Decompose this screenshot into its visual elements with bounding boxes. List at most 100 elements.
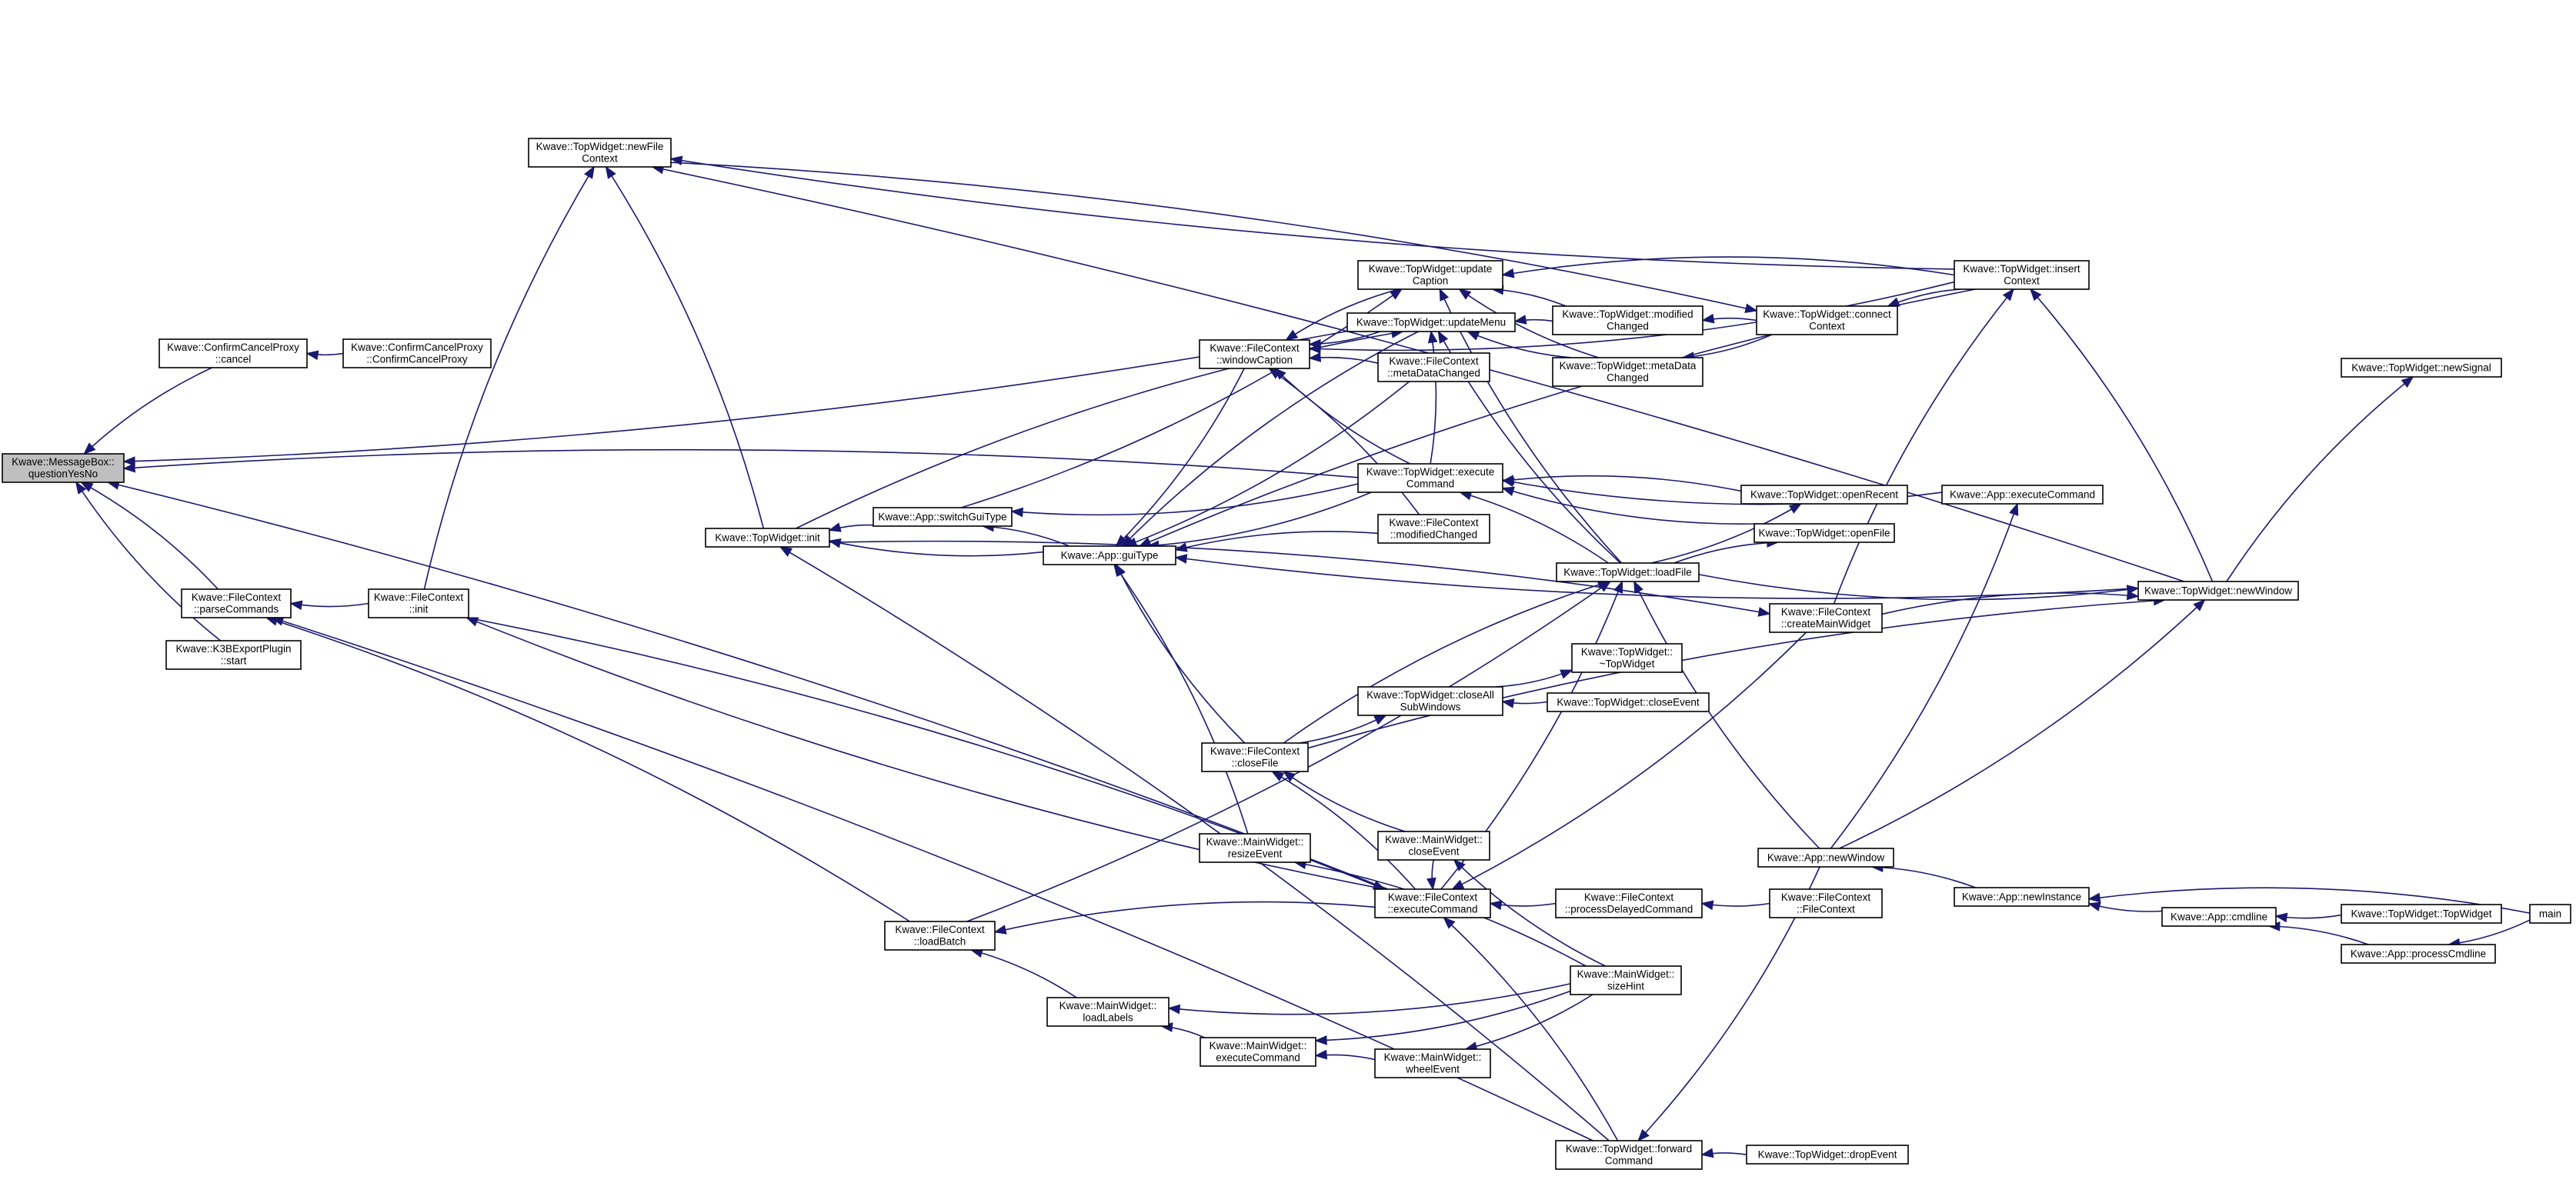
node-box-k3b[interactable] [165, 640, 302, 670]
node-box-appNewInstance[interactable] [1954, 887, 2090, 907]
node-box-fcCtor[interactable] [1769, 888, 1883, 918]
node-box-appGui[interactable] [1043, 545, 1176, 565]
node-appNewWindow[interactable]: Kwave::App::newWindow [1757, 848, 1894, 868]
node-twNewWindow[interactable]: Kwave::TopWidget::newWindow [2137, 581, 2299, 601]
node-cpCancel[interactable]: Kwave::ConfirmCancelProxy::cancel [158, 338, 308, 368]
node-box-twCloseEvent[interactable] [1547, 692, 1710, 712]
node-box-fcMetaChg[interactable] [1377, 352, 1490, 382]
node-fcCreateMW[interactable]: Kwave::FileContext::createMainWidget [1769, 603, 1883, 633]
node-box-twOpenFile[interactable] [1753, 523, 1895, 543]
node-twDrop[interactable]: Kwave::TopWidget::dropEvent [1746, 1145, 1909, 1165]
node-box-mwExecCmd[interactable] [1200, 1037, 1316, 1067]
node-fcCloseFile[interactable]: Kwave::FileContext::closeFile [1201, 742, 1309, 772]
node-box-appCmdline[interactable] [2161, 907, 2277, 927]
node-box-twNewFileContext[interactable] [528, 138, 672, 168]
node-mwLoadLabels[interactable]: Kwave::MainWidget::loadLabels [1046, 997, 1170, 1027]
node-box-twOpenRecent[interactable] [1740, 485, 1908, 505]
node-box-main[interactable] [2529, 904, 2571, 924]
node-box-twExecCmd[interactable] [1357, 463, 1503, 493]
node-fcInit[interactable]: Kwave::FileContext::init [368, 588, 469, 618]
node-mwWheel[interactable]: Kwave::MainWidget::wheelEvent [1374, 1048, 1491, 1078]
arrowhead-twDtor [1560, 669, 1573, 679]
node-box-mwResize[interactable] [1199, 833, 1311, 863]
node-fcWinCap[interactable]: Kwave::FileContext::windowCaption [1199, 339, 1310, 369]
node-twOpenRecent[interactable]: Kwave::TopWidget::openRecent [1740, 485, 1908, 505]
node-box-fcModChg[interactable] [1377, 514, 1490, 544]
node-main[interactable]: main [2529, 904, 2571, 924]
edge-fcMetaChg-to-appGui [1125, 381, 1410, 547]
node-appNewInstance[interactable]: Kwave::App::newInstance [1954, 887, 2090, 907]
node-box-twCloseAll[interactable] [1357, 686, 1503, 716]
node-box-fcParse[interactable] [181, 588, 292, 618]
node-box-twMetaChg[interactable] [1552, 357, 1703, 387]
node-box-twUpdMenu[interactable] [1346, 312, 1516, 332]
node-appGui[interactable]: Kwave::App::guiType [1043, 545, 1176, 565]
node-fcParse[interactable]: Kwave::FileContext::parseCommands [181, 588, 292, 618]
node-box-mwSizeHint[interactable] [1570, 965, 1682, 995]
node-mwExecCmd[interactable]: Kwave::MainWidget::executeCommand [1200, 1037, 1316, 1067]
node-twCtor[interactable]: Kwave::TopWidget::TopWidget [2341, 904, 2502, 924]
node-box-appSwitch[interactable] [873, 507, 1013, 527]
node-appSwitch[interactable]: Kwave::App::switchGuiType [873, 507, 1013, 527]
node-k3b[interactable]: Kwave::K3BExportPlugin::start [165, 640, 302, 670]
node-box-twCtor[interactable] [2341, 904, 2502, 924]
node-box-twUpdCap[interactable] [1357, 260, 1503, 290]
node-twNewSignal[interactable]: Kwave::TopWidget::newSignal [2341, 358, 2502, 378]
node-twMetaChg[interactable]: Kwave::TopWidget::metaDataChanged [1552, 357, 1703, 387]
node-box-fcCloseFile[interactable] [1201, 742, 1309, 772]
node-appProcCmdline[interactable]: Kwave::App::processCmdline [2341, 944, 2496, 964]
node-box-fcProcDelayed[interactable] [1555, 888, 1703, 918]
node-box-twInit[interactable] [705, 528, 830, 548]
node-fcCtor[interactable]: Kwave::FileContext::FileContext [1769, 888, 1883, 918]
node-fcProcDelayed[interactable]: Kwave::FileContext::processDelayedComman… [1555, 888, 1703, 918]
node-twDtor[interactable]: Kwave::TopWidget::~TopWidget [1571, 643, 1683, 673]
node-fcExecCmd[interactable]: Kwave::FileContext::executeCommand [1374, 888, 1491, 918]
node-twCloseEvent[interactable]: Kwave::TopWidget::closeEvent [1547, 692, 1710, 712]
node-box-twDtor[interactable] [1571, 643, 1683, 673]
node-appExecCmd[interactable]: Kwave::App::executeCommand [1941, 485, 2104, 505]
node-box-appExecCmd[interactable] [1941, 485, 2104, 505]
node-appCmdline[interactable]: Kwave::App::cmdline [2161, 907, 2277, 927]
node-twExecCmd[interactable]: Kwave::TopWidget::executeCommand [1357, 463, 1503, 493]
node-box-twConnect[interactable] [1756, 305, 1898, 335]
node-box-twInsert[interactable] [1954, 260, 2090, 290]
node-box-twDrop[interactable] [1746, 1145, 1909, 1165]
node-box-twNewWindow[interactable] [2137, 581, 2299, 601]
node-twInit[interactable]: Kwave::TopWidget::init [705, 528, 830, 548]
node-cpCtor[interactable]: Kwave::ConfirmCancelProxy::ConfirmCancel… [342, 338, 492, 368]
node-mwSizeHint[interactable]: Kwave::MainWidget::sizeHint [1570, 965, 1682, 995]
node-box-fcExecCmd[interactable] [1374, 888, 1491, 918]
node-box-twForward[interactable] [1555, 1140, 1703, 1170]
node-twModChg[interactable]: Kwave::TopWidget::modifiedChanged [1552, 305, 1703, 335]
node-box-fcInit[interactable] [368, 588, 469, 618]
node-box-questionYesNo[interactable] [2, 453, 125, 483]
node-box-fcLoadBatch[interactable] [884, 921, 996, 951]
node-twUpdMenu[interactable]: Kwave::TopWidget::updateMenu [1346, 312, 1516, 332]
node-box-twNewSignal[interactable] [2341, 358, 2502, 378]
node-mwResize[interactable]: Kwave::MainWidget::resizeEvent [1199, 833, 1311, 863]
node-twOpenFile[interactable]: Kwave::TopWidget::openFile [1753, 523, 1895, 543]
node-box-twModChg[interactable] [1552, 305, 1703, 335]
node-mwCloseEvent[interactable]: Kwave::MainWidget::closeEvent [1377, 831, 1490, 861]
node-box-mwCloseEvent[interactable] [1377, 831, 1490, 861]
node-box-cpCancel[interactable] [158, 338, 308, 368]
node-box-twLoadFile[interactable] [1556, 562, 1700, 582]
node-fcMetaChg[interactable]: Kwave::FileContext::metaDataChanged [1377, 352, 1490, 382]
node-box-mwLoadLabels[interactable] [1046, 997, 1170, 1027]
node-box-appProcCmdline[interactable] [2341, 944, 2496, 964]
node-fcLoadBatch[interactable]: Kwave::FileContext::loadBatch [884, 921, 996, 951]
node-box-fcCreateMW[interactable] [1769, 603, 1883, 633]
node-box-fcWinCap[interactable] [1199, 339, 1310, 369]
node-questionYesNo[interactable]: Kwave::MessageBox::questionYesNo [2, 453, 125, 483]
node-box-mwWheel[interactable] [1374, 1048, 1491, 1078]
node-twLoadFile[interactable]: Kwave::TopWidget::loadFile [1556, 562, 1700, 582]
node-box-appNewWindow[interactable] [1757, 848, 1894, 868]
node-box-cpCtor[interactable] [342, 338, 492, 368]
node-fcModChg[interactable]: Kwave::FileContext::modifiedChanged [1377, 514, 1490, 544]
